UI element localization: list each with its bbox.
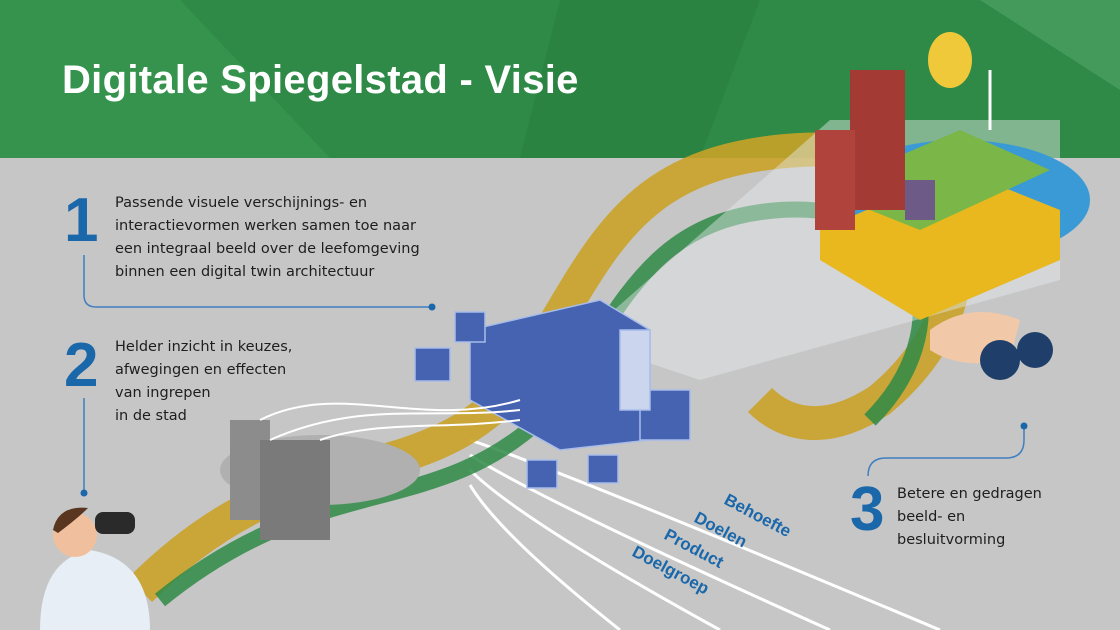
text-line: afwegingen en effecten xyxy=(115,362,287,378)
point-3-number: 3 xyxy=(850,475,885,544)
text-line: besluitvorming xyxy=(897,532,1006,548)
text-line: beeld- en xyxy=(897,509,966,525)
point-2-number: 2 xyxy=(64,331,99,400)
text-line: Helder inzicht in keuzes, xyxy=(115,339,293,355)
point-1-number: 1 xyxy=(64,186,99,255)
point-2-text: Helder inzicht in keuzes, afwegingen en … xyxy=(115,336,292,428)
point-3-text: Betere en gedragen beeld- en besluitvorm… xyxy=(897,483,1042,552)
binoculars-icon xyxy=(980,332,1053,380)
text-line: een integraal beeld over de leefomgeving xyxy=(115,241,420,257)
text-line: binnen een digital twin architectuur xyxy=(115,264,375,280)
header-decoration xyxy=(0,0,1120,158)
connector-1 xyxy=(83,255,432,308)
header-banner: Digitale Spiegelstad - Visie xyxy=(0,0,1120,158)
lane-lines xyxy=(468,438,941,630)
grey-city xyxy=(220,420,420,540)
text-line: van ingrepen xyxy=(115,385,211,401)
text-line: in de stad xyxy=(115,408,187,424)
text-line: Betere en gedragen xyxy=(897,486,1042,502)
text-line: interactievormen werken samen toe naar xyxy=(115,218,416,234)
connector-3 xyxy=(867,426,1025,477)
observer-person xyxy=(40,507,150,630)
page-title: Digitale Spiegelstad - Visie xyxy=(62,58,579,102)
data-cube-cluster xyxy=(414,299,691,489)
data-streams xyxy=(259,399,521,441)
point-1-text: Passende visuele verschijnings- en inter… xyxy=(115,192,420,284)
text-line: Passende visuele verschijnings- en xyxy=(115,195,368,211)
city-island xyxy=(815,32,1090,320)
